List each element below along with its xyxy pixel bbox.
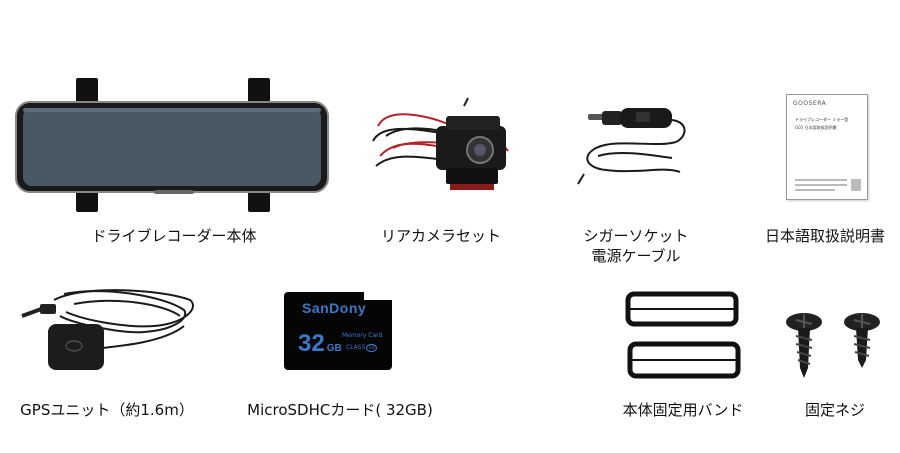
sd-brand: SanDony [302, 300, 367, 316]
gps-unit-image [21, 289, 194, 370]
mounting-band-label: 本体固定用バンド [622, 401, 744, 419]
rear-camera-label: リアカメラセット [380, 227, 501, 245]
mirror-dashcam-label: ドライブレコーダー本体 [91, 227, 257, 245]
power-cable-label: 電源ケーブル [591, 247, 681, 265]
mirror-dashcam-image [15, 78, 329, 212]
fixing-screw-label: 固定ネジ [804, 401, 865, 419]
manual-label: 日本語取扱説明書 [764, 227, 885, 245]
microsd-card-label: MicroSDHCカード( 32GB) [247, 401, 433, 419]
cigarette-socket-cable-image [577, 108, 686, 185]
gps-unit-label: GPSユニット（約1.6m） [20, 401, 194, 419]
cigarette-socket-label: シガーソケット [583, 227, 689, 245]
fixing-screw-image [786, 313, 880, 378]
manual-brand: GOOSERA [793, 100, 827, 107]
rear-camera-image [372, 97, 509, 190]
mounting-band-image [625, 291, 741, 379]
manual-subtitle: G03 日本語取扱説明書 [795, 125, 837, 130]
manual-title: ドライブレコーダー ミラー型 [795, 117, 849, 122]
sd-type: Memory Card [342, 332, 383, 339]
instruction-manual-image: GOOSERA ドライブレコーダー ミラー型 G03 日本語取扱説明書 [786, 94, 868, 200]
